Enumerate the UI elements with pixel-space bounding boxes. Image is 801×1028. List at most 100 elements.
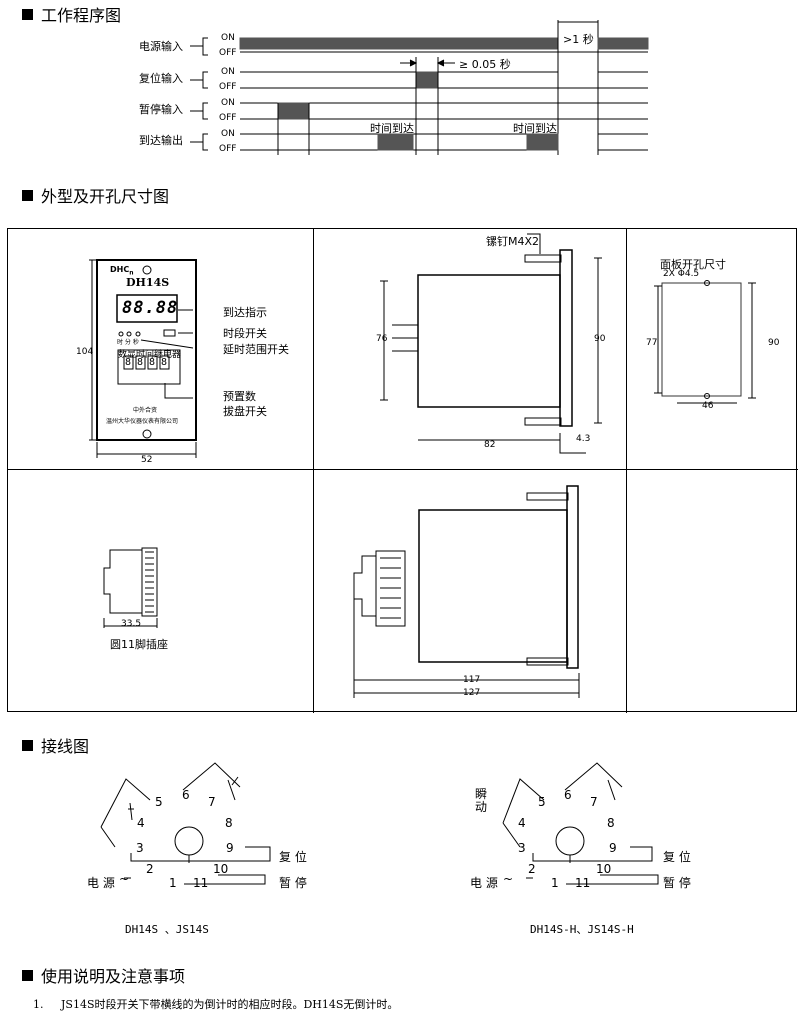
note-number: 1. <box>33 998 44 1011</box>
section-heading-wiring: 接线图 <box>22 733 89 757</box>
note-item: 1. JS14S时段开关下带横线的为倒计时的相应时段。DH14S无倒计时。 <box>33 996 398 1012</box>
cutout-dim-46: 46 <box>702 401 714 411</box>
wiring-diagram-left <box>100 762 271 885</box>
on-label: ON <box>221 129 235 139</box>
on-label: ON <box>221 33 235 43</box>
time-reached-label: 时间到达 <box>370 122 414 135</box>
section-heading-usage: 使用说明及注意事项 <box>22 963 185 987</box>
brand-logo: DHCn <box>110 265 134 277</box>
pin-11: 11 <box>193 876 209 890</box>
power-label: 电 源 <box>470 876 498 890</box>
pin-2: 2 <box>528 862 536 876</box>
section-title: 外型及开孔尺寸图 <box>41 187 170 206</box>
assembly-dim-117: 117 <box>463 675 481 685</box>
right-caption: DH14S-H、JS14S-H <box>530 923 634 936</box>
cutout-dim-90: 90 <box>768 338 780 348</box>
note-text: JS14S时段开关下带横线的为倒计时的相应时段。DH14S无倒计时。 <box>61 998 399 1011</box>
square-bullet-icon <box>22 189 33 201</box>
callout-period-switch: 时段开关 <box>223 327 267 340</box>
row-label-reset: 复位输入 <box>139 72 183 85</box>
grid-divider <box>8 469 798 470</box>
side-dim-76: 76 <box>376 334 388 344</box>
height-dim: 104 <box>76 347 94 357</box>
dimension-table <box>7 228 798 713</box>
ac-symbol: ~ <box>503 872 514 886</box>
grid-divider <box>313 229 314 713</box>
cutout-dim-77: 77 <box>646 338 658 348</box>
callout-arrival-indicator: 到达指示 <box>223 306 267 319</box>
front-panel-drawing <box>89 233 756 458</box>
pin-8: 8 <box>225 816 233 830</box>
section-heading-timing: 工作程序图 <box>22 2 121 26</box>
pin-4: 4 <box>518 816 526 830</box>
side-dim-90: 90 <box>594 334 606 344</box>
wiring-diagram-right <box>502 762 659 885</box>
callout-preset: 预置数 <box>223 390 256 403</box>
dial-digit: 8 <box>161 357 168 368</box>
side-dim-82: 82 <box>484 440 496 450</box>
dial-digit: 8 <box>149 357 156 368</box>
pin-5: 5 <box>538 795 546 809</box>
instant-label: 瞬动 <box>475 787 488 814</box>
ac-symbol: ~ <box>119 872 130 886</box>
socket-assembly-drawing <box>103 485 580 698</box>
pin-1: 1 <box>551 876 559 890</box>
pin-3: 3 <box>518 841 526 855</box>
model-label: DH14S <box>126 276 170 289</box>
pause-label: 暂 停 <box>663 876 691 890</box>
pin-4: 4 <box>137 816 145 830</box>
width-dim: 52 <box>141 455 153 465</box>
row-label-output: 到达输出 <box>139 134 183 147</box>
section-title: 接线图 <box>41 737 90 756</box>
grid-divider <box>626 229 627 713</box>
on-label: ON <box>221 67 235 77</box>
side-dim-43: 4.3 <box>576 434 591 444</box>
pin-8: 8 <box>607 816 615 830</box>
pin-6: 6 <box>564 788 572 802</box>
section-title: 工作程序图 <box>41 6 122 25</box>
pin-6: 6 <box>182 788 190 802</box>
min-reset-label: ≥ 0.05 秒 <box>459 58 511 71</box>
led-display: 88.88 <box>122 298 179 318</box>
time-unit-marks: 时 分 秒 <box>117 339 139 346</box>
pin-1: 1 <box>169 876 177 890</box>
off-label: OFF <box>219 48 237 58</box>
pin-7: 7 <box>590 795 598 809</box>
off-label: OFF <box>219 144 237 154</box>
on-label: ON <box>221 98 235 108</box>
left-caption: DH14S 、JS14S <box>125 923 209 936</box>
callout-range-switch: 延时范围开关 <box>223 343 289 356</box>
reset-label: 复 位 <box>663 850 691 864</box>
socket-dim: 33.5 <box>121 619 142 629</box>
dial-digit: 8 <box>137 357 144 368</box>
off-label: OFF <box>219 113 237 123</box>
dial-digit: 8 <box>125 357 132 368</box>
screw-label: 镙钉M4X2 <box>486 235 540 248</box>
pin-10: 10 <box>596 862 612 876</box>
pin-3: 3 <box>136 841 144 855</box>
section-heading-dimensions: 外型及开孔尺寸图 <box>22 183 169 207</box>
pin-10: 10 <box>213 862 229 876</box>
pin-5: 5 <box>155 795 163 809</box>
time-reached-label: 时间到达 <box>513 122 557 135</box>
square-bullet-icon <box>22 8 33 20</box>
timing-waveforms <box>190 20 649 155</box>
square-bullet-icon <box>22 969 33 981</box>
pause-label: 暂 停 <box>279 876 307 890</box>
row-label-power: 电源输入 <box>139 40 183 53</box>
socket-label: 圆11脚插座 <box>110 638 168 651</box>
cutout-title: 面板开孔尺寸 <box>660 258 726 271</box>
off-label: OFF <box>219 82 237 92</box>
pin-2: 2 <box>146 862 154 876</box>
gt1s-label: >1 秒 <box>563 33 594 46</box>
maker-label: 温州大华仪器仪表有限公司 <box>106 418 179 425</box>
row-label-pause: 暂停输入 <box>139 103 183 116</box>
cutout-holes: 2X Φ4.5 <box>663 269 700 279</box>
pin-7: 7 <box>208 795 216 809</box>
square-bullet-icon <box>22 739 33 751</box>
reset-label: 复 位 <box>279 850 307 864</box>
power-label: 电 源 <box>87 876 115 890</box>
section-title: 使用说明及注意事项 <box>41 967 186 986</box>
pin-9: 9 <box>609 841 617 855</box>
callout-dial-switch: 拔盘开关 <box>223 405 267 418</box>
